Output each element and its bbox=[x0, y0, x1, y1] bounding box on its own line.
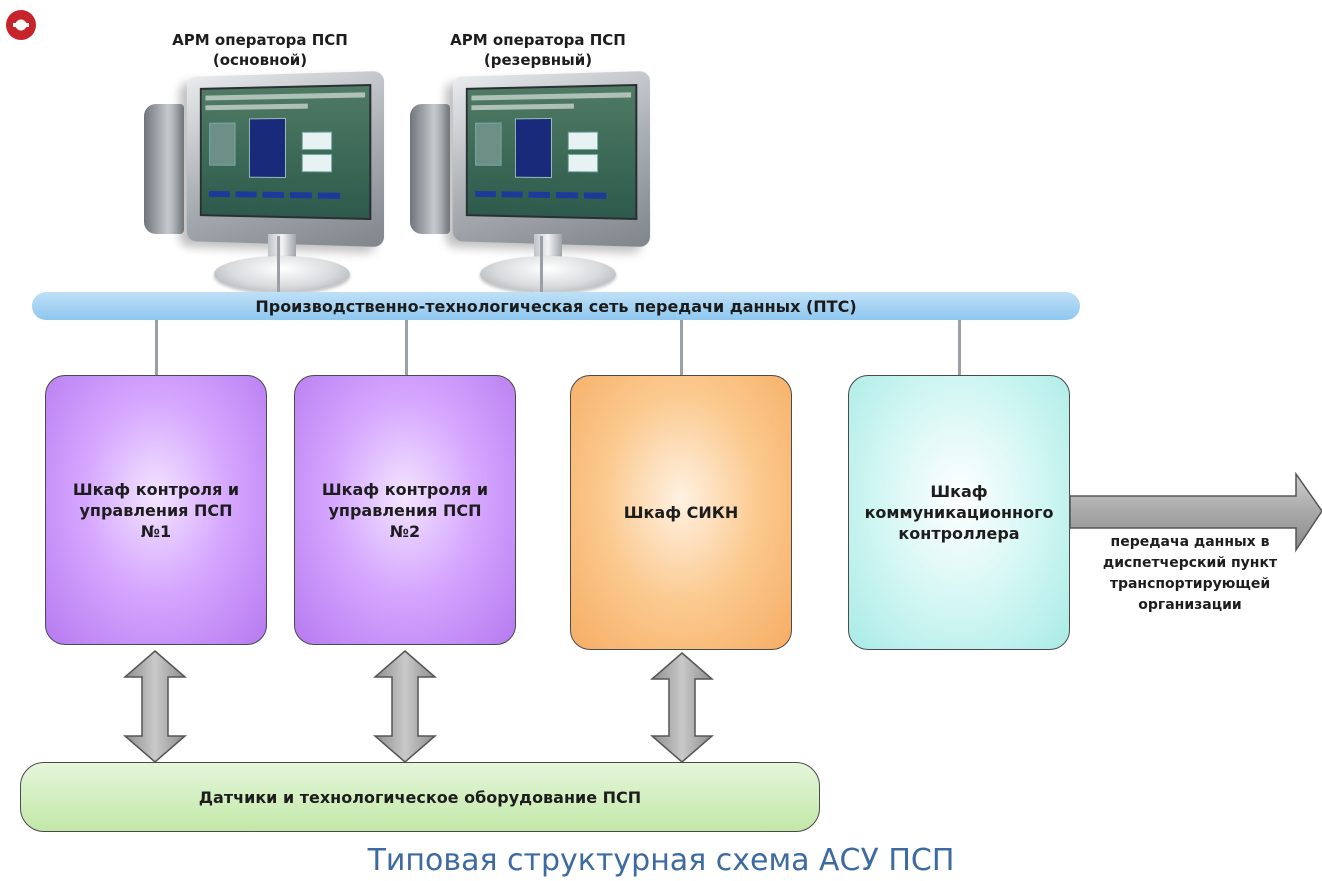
cabinet-control-2-line1: Шкаф контроля и bbox=[321, 479, 489, 499]
output-caption-line1: передача данных в bbox=[1110, 534, 1270, 550]
cabinet-comm-line2: коммуникационного bbox=[864, 503, 1054, 522]
cabinet-control-1-line2: управления ПСП bbox=[79, 500, 233, 520]
workstation-reserve-caption: АРМ оператора ПСП (резервный) bbox=[418, 30, 658, 70]
workstation-main-title: АРМ оператора ПСП bbox=[172, 31, 348, 49]
cabinet-communication-controller[interactable]: Шкаф коммуникационного контроллера bbox=[848, 375, 1070, 650]
connector-cabinet-1 bbox=[155, 320, 158, 376]
connector-reserve-workstation bbox=[540, 236, 543, 294]
cabinet-control-1-line1: Шкаф контроля и bbox=[72, 479, 240, 499]
output-caption-line2: диспетчерский пункт bbox=[1102, 555, 1278, 571]
cabinet-sikn-label: Шкаф СИКН bbox=[623, 503, 739, 522]
sensors-equipment-label: Датчики и технологическое оборудование П… bbox=[198, 787, 642, 807]
network-bus-label: Производственно-технологическая сеть пер… bbox=[255, 296, 857, 316]
connector-cabinet-2 bbox=[405, 320, 408, 376]
workstation-main-monitor-icon[interactable] bbox=[144, 70, 392, 294]
output-caption-line3: транспортирующей bbox=[1109, 576, 1271, 592]
cabinet-control-2-line3: №2 bbox=[389, 521, 421, 541]
double-arrow-cabinet-2-icon bbox=[372, 650, 438, 763]
double-arrow-cabinet-sikn-icon bbox=[649, 652, 715, 763]
cabinet-control-1-line3: №1 bbox=[140, 521, 172, 541]
corner-logo-icon bbox=[6, 10, 36, 40]
cabinet-comm-line3: контроллера bbox=[898, 524, 1020, 543]
cabinet-control-1[interactable]: Шкаф контроля и управления ПСП №1 bbox=[45, 375, 267, 645]
output-arrow-icon bbox=[1069, 471, 1322, 553]
workstation-main-caption: АРМ оператора ПСП (основной) bbox=[140, 30, 380, 70]
workstation-main-subtitle: (основной) bbox=[212, 51, 308, 69]
double-arrow-cabinet-1-icon bbox=[122, 650, 188, 763]
cabinet-control-2[interactable]: Шкаф контроля и управления ПСП №2 bbox=[294, 375, 516, 645]
workstation-reserve-title: АРМ оператора ПСП bbox=[450, 31, 626, 49]
sensors-equipment-bar[interactable]: Датчики и технологическое оборудование П… bbox=[20, 762, 820, 832]
output-caption-line4: организации bbox=[1138, 597, 1242, 613]
connector-cabinet-comm bbox=[958, 320, 961, 376]
connector-cabinet-sikn bbox=[680, 320, 683, 376]
cabinet-comm-line1: Шкаф bbox=[930, 482, 988, 501]
network-bus[interactable]: Производственно-технологическая сеть пер… bbox=[32, 292, 1080, 320]
connector-main-workstation bbox=[277, 236, 280, 294]
output-arrow-caption: передача данных в диспетчерский пункт тр… bbox=[1082, 532, 1298, 616]
cabinet-sikn[interactable]: Шкаф СИКН bbox=[570, 375, 792, 650]
diagram-title: Типовая структурная схема АСУ ПСП bbox=[367, 843, 955, 878]
workstation-reserve-subtitle: (резервный) bbox=[483, 51, 593, 69]
workstation-reserve-monitor-icon[interactable] bbox=[410, 70, 658, 294]
cabinet-control-2-line2: управления ПСП bbox=[328, 500, 482, 520]
